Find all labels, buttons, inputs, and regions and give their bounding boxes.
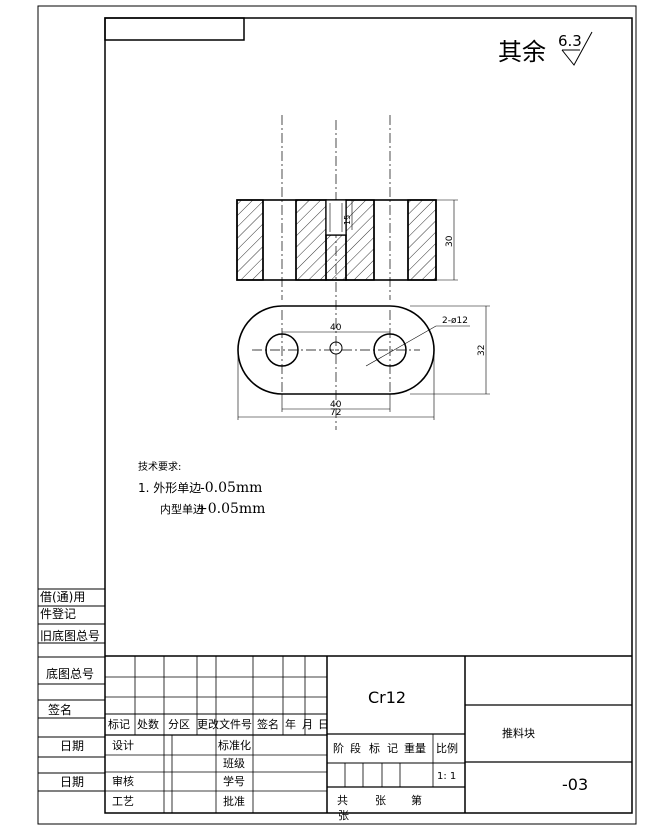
tech-note-1-value: -0.05mm [200,480,262,496]
rev-header-day: 日 [318,718,329,731]
sheet-word-label: 张 [375,794,386,807]
rev-header-zone: 分区 [168,718,190,731]
old-base-no-label: 旧底图总号 [40,628,100,643]
rev-header-month: 月 [302,718,313,731]
side-labels: 借(通)用 件登记 旧底图总号 底图总号 签名 日期 日期 [40,590,100,789]
rev-header-file: 更改文件号 [197,717,252,731]
review-label: 审核 [112,774,134,788]
tech-note-2-value: +0.05mm [196,501,265,517]
tech-note-2-label: 内型单边 [160,502,204,516]
sheet-no-label: 第 [411,793,422,807]
dim-length: 72 [330,408,341,418]
approve-label: 批准 [223,794,245,808]
scale: 1: 1 [437,771,456,782]
stage-header-4: 记 [387,742,398,755]
roughness-prefix: 其余 [498,38,546,66]
stage-header-1: 阶 [333,741,344,755]
section-view [236,199,458,281]
tech-note-1-label: 1. 外形单边 [138,481,201,495]
plan-view [237,305,490,420]
roughness-check-icon [561,31,593,66]
part-name: 推料块 [502,726,535,740]
title-block [105,655,632,813]
student-no-label: 学号 [223,774,245,788]
class-label: 班级 [223,757,245,770]
date-label-1: 日期 [60,739,84,753]
roughness-value: 6.3 [558,32,582,50]
rev-header-count: 处数 [137,718,159,731]
sheet-word-label-2: 张 [338,809,349,822]
standardize-label: 标准化 [218,738,251,752]
stage-header-2: 段 [350,741,361,755]
dim-height: 30 [445,235,455,247]
rev-header-mark: 标记 [108,717,130,731]
registration-label: 件登记 [40,606,76,621]
process-label: 工艺 [112,795,134,808]
dim-hole-callout: 2-ø12 [442,316,468,326]
date-label-2: 日期 [60,775,84,789]
dim-hole-depth: 15 [343,215,352,225]
signature-label: 签名 [48,702,72,717]
rev-header-year: 年 [285,717,296,731]
roughness-symbol: 其余 6.3 [498,31,593,66]
stage-header-3: 标 [369,741,380,755]
dim-width: 32 [477,345,487,356]
base-no-label: 底图总号 [46,666,94,681]
dim-hole-spacing-top: 40 [330,323,342,333]
rev-header-sign: 签名 [257,717,279,731]
drawing-number: -03 [562,775,588,794]
borrow-use-label: 借(通)用 [40,590,85,604]
design-label: 设计 [112,739,134,752]
dim-hole-spacing-bottom: 40 [330,400,342,410]
weight-header: 重量 [404,741,426,755]
tech-notes: 技术要求: 1. 外形单边 -0.05mm 内型单边 +0.05mm [138,460,265,517]
title-block-text: Cr12 推料块 -03 1: 1 标记 处数 分区 更改文件号 签名 年 月 … [108,688,588,822]
material: Cr12 [368,688,406,707]
tech-notes-heading: 技术要求: [138,460,181,473]
sheet-total-label: 共 [337,794,348,807]
sheet-borders [37,5,637,825]
scale-header: 比例 [436,741,458,755]
